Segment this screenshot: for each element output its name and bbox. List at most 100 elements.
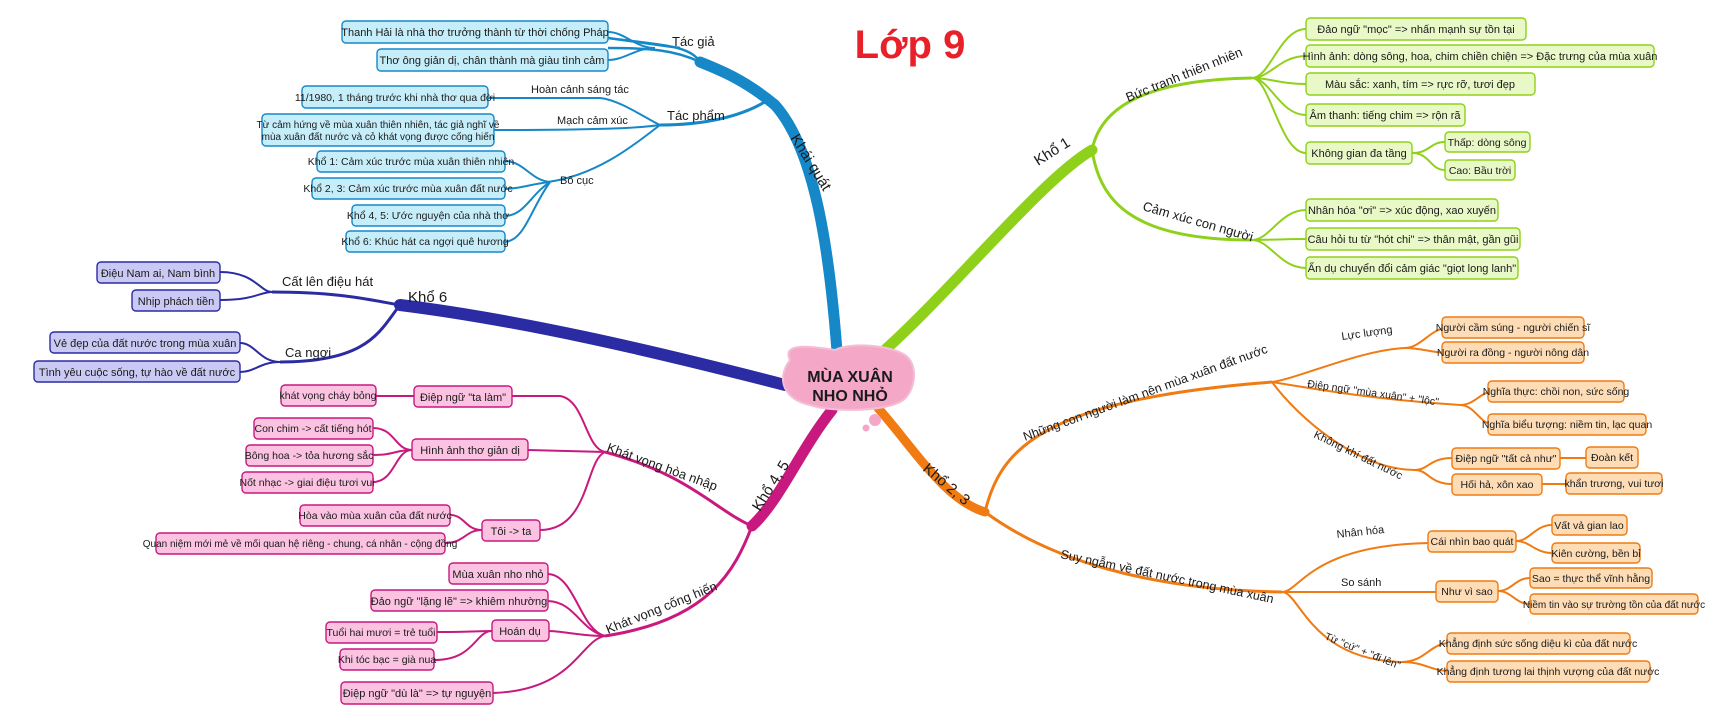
branch-khai-quat	[694, 56, 844, 371]
bo-cuc-item-2-text: Khổ 2, 3: Cảm xúc trước mùa xuân đất nướ…	[303, 183, 512, 195]
khai-quat-group: Khái quát Tác giả Thanh Hải là nhà thơ t…	[257, 20, 835, 253]
khan-truong-vui-tuoi-text: khẩn trương, vui tươi	[1564, 478, 1663, 490]
so-sanh-item-2-text: Niềm tin vào sự trường tồn của đất nước	[1523, 599, 1705, 611]
cat-len-item-1-text: Điệu Nam ai, Nam bình	[101, 268, 215, 280]
toi-ta-item-2	[155, 532, 446, 555]
luc-luong-item-1-text: Người cầm súng - người chiến sĩ	[1436, 322, 1592, 334]
so-sanh-item-1	[1529, 567, 1653, 589]
ca-ngoi-item-2	[33, 360, 241, 383]
so-sanh-item-2	[1529, 593, 1699, 615]
toi-ta-text: Tôi -> ta	[491, 526, 533, 538]
buc-tranh-item-1-text: Đảo ngữ "mọc" => nhấn mạnh sự tồn tại	[1317, 24, 1514, 36]
ca-ngoi-item-2-text: Tình yêu cuộc sống, tự hào về đất nước	[39, 367, 236, 379]
diep-ngu-mua-xuan-item-2-text: Nghĩa biểu tượng: niềm tin, lạc quan	[1482, 419, 1653, 431]
hoa-nhap-label: Khát vọng hòa nhập	[605, 440, 720, 494]
diep-ngu-ta-lam-text: Điệp ngữ "ta làm"	[420, 392, 506, 404]
bo-cuc-label: Bố cục	[560, 175, 594, 187]
luc-luong-item-1	[1441, 316, 1585, 339]
luc-luong-item-2	[1441, 341, 1585, 364]
nhan-hoa-label: Nhân hóa	[1336, 524, 1386, 541]
bo-cuc-item-3-text: Khổ 4, 5: Ước nguyện của nhà thơ	[347, 210, 509, 222]
cong-hien-item-1	[448, 562, 549, 585]
hinh-anh-item-1	[253, 417, 374, 440]
hoi-ha-xon-xao-text: Hối hả, xôn xao	[1461, 479, 1534, 491]
page-title: Lớp 9	[855, 23, 966, 67]
diep-ngu-du-la-text: Điệp ngữ "dù là" => tự nguyện	[343, 688, 492, 700]
tu-cu-item-1-text: Khẳng định sức sống diệu kì của đất nước	[1439, 637, 1637, 650]
diep-ngu-du-la	[340, 681, 494, 705]
buc-tranh-item-3	[1305, 72, 1536, 96]
hoan-du-item-1-text: Tuổi hai mươi = trẻ tuổi	[327, 627, 436, 639]
tac-gia-item-1-text: Thanh Hải là nhà thơ trưởng thành từ thờ…	[341, 27, 609, 39]
branch-kho45	[746, 404, 838, 532]
hoan-canh-label: Hoàn cảnh sáng tác	[531, 84, 629, 96]
cat-len-label: Cất lên điệu hát	[282, 274, 373, 289]
hoan-du-item-2	[339, 648, 435, 671]
buc-tranh-item-2	[1305, 44, 1655, 68]
mach-cam-xuc-item	[261, 113, 495, 147]
cong-hien-label: Khát vọng cống hiến	[604, 578, 720, 636]
diep-ngu-mua-xuan-item-2	[1487, 413, 1647, 436]
luc-luong-item-2-text: Người ra đồng - người nông dân	[1437, 347, 1589, 359]
cam-xuc-item-3	[1305, 256, 1519, 280]
mach-cam-xuc-line2: mùa xuân đất nước và cỏ khát vọng được c…	[262, 131, 495, 143]
tu-cu-item-2	[1446, 660, 1651, 683]
bo-cuc-item-2	[311, 177, 506, 200]
cat-len-item-2	[131, 289, 221, 312]
bo-cuc-item-4-text: Khổ 6: Khúc hát ca ngợi quê hương	[341, 236, 508, 248]
hinh-anh-item-2-text: Bông hoa -> tỏa hương sắc	[245, 449, 374, 462]
hoan-du-item-2-text: Khi tóc bạc = già nua	[338, 654, 437, 666]
hinh-anh-item-3	[241, 471, 374, 494]
center-title-line2: NHO NHỎ	[812, 386, 888, 405]
nhan-hoa-item-2	[1551, 542, 1641, 564]
diep-ngu-mua-xuan-item-1-text: Nghĩa thực: chồi non, sức sống	[1483, 386, 1630, 398]
bo-cuc-item-3	[351, 204, 506, 227]
branch-label-kho23: Khổ 2, 3	[919, 460, 973, 509]
buc-tranh-item-3-text: Màu sắc: xanh, tím => rực rỡ, tươi đẹp	[1325, 78, 1515, 91]
nhan-hoa-item-1-text: Vất vả gian lao	[1554, 520, 1624, 532]
ca-ngoi-item-1	[49, 331, 241, 354]
toi-ta-item-2-text: Quan niệm mới mẻ về mối quan hệ riêng - …	[143, 538, 458, 550]
nhu-vi-sao-text: Như vì sao	[1441, 586, 1493, 598]
hinh-anh-tho-text: Hình ảnh thơ giản dị	[420, 445, 520, 457]
cam-xuc-item-1-text: Nhân hóa "ơi" => xúc động, xao xuyến	[1308, 205, 1496, 217]
cam-xuc-item-2	[1305, 227, 1521, 251]
diep-ngu-ta-lam-item	[280, 384, 377, 407]
tu-cu-label: Từ "cứ" + "đi lên"	[1323, 631, 1402, 672]
kho1-group: Khổ 1 Bức tranh thiên nhiên Đảo ngữ "mọc…	[1031, 17, 1658, 280]
diep-ngu-ta-lam-item-text: khát vọng cháy bỏng	[280, 390, 377, 402]
cong-hien-item-2	[370, 589, 549, 612]
tac-gia-label: Tác giả	[672, 34, 715, 49]
tu-cu-item-2-text: Khẳng định tương lai thịnh vượng của đất…	[1437, 665, 1660, 678]
hoan-du-item-1	[325, 621, 438, 644]
cai-nhin-bao-quat-text: Cái nhìn bao quát	[1431, 536, 1514, 548]
cong-hien-item-1-text: Mùa xuân nho nhỏ	[452, 569, 543, 581]
branch-kho1	[862, 144, 1098, 371]
khan-truong-vui-tuoi	[1565, 472, 1663, 495]
kho6-group: Khổ 6 Cất lên điệu hát Điệu Nam ai, Nam …	[33, 261, 447, 383]
so-sanh-label: So sánh	[1341, 577, 1381, 589]
khong-gian-text: Không gian đa tầng	[1311, 148, 1406, 160]
doan-ket-text: Đoàn kết	[1591, 452, 1633, 464]
toi-ta-item-1-text: Hòa vào mùa xuân của đất nước	[298, 510, 451, 522]
suy-ngam-label: Suy ngẫm về đất nước trong mùa xuân	[1059, 546, 1275, 606]
toi-ta-item-1	[299, 504, 451, 527]
hoan-du-text: Hoán dụ	[499, 626, 541, 638]
bo-cuc-item-1-text: Khổ 1: Cảm xúc trước mùa xuân thiên nhiê…	[308, 156, 515, 168]
center-node: MÙA XUÂN NHO NHỎ	[781, 344, 916, 432]
cat-len-item-1	[96, 261, 221, 284]
buc-tranh-item-4	[1305, 103, 1466, 127]
khong-gian-item-1	[1444, 131, 1531, 153]
cong-hien-item-2-text: Đảo ngữ "lặng lẽ" => khiêm nhường	[371, 596, 548, 608]
bo-cuc-item-4	[345, 230, 506, 253]
hoan-canh-item-text: 11/1980, 1 tháng trước khi nhà thơ qua đ…	[295, 92, 495, 104]
tac-gia-item-1	[341, 20, 609, 44]
khong-gian-item-1-text: Thấp: dòng sông	[1448, 137, 1527, 149]
tac-gia-item-2-text: Thơ ông giản dị, chân thành mà giàu tình…	[380, 55, 605, 67]
buc-tranh-item-2-text: Hình ảnh: dòng sông, hoa, chim chiền chi…	[1303, 51, 1658, 63]
center-title-line1: MÙA XUÂN	[807, 367, 893, 386]
hinh-anh-item-2	[245, 444, 374, 467]
tac-gia-item-2	[376, 48, 609, 72]
so-sanh-item-1-text: Sao = thực thể vĩnh hằng	[1532, 572, 1650, 585]
diep-ngu-mua-xuan-item-1	[1487, 380, 1625, 403]
